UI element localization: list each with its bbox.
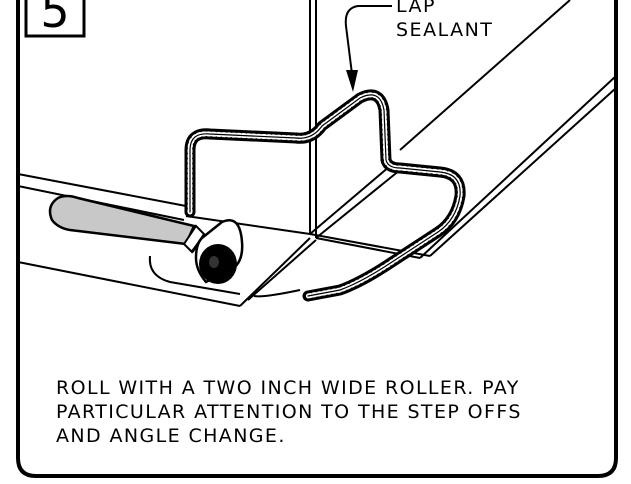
- instruction-line-2: PARTICULAR ATTENTION TO THE STEP OFFS: [56, 401, 522, 423]
- hand-roller-tool: [48, 194, 244, 284]
- step-number-box: [24, 0, 86, 38]
- lap-sealant-bead: [184, 89, 466, 302]
- instruction-line-1: ROLL WITH A TWO INCH WIDE ROLLER. PAY: [56, 377, 520, 399]
- step-number: 5: [40, 0, 70, 38]
- callout-label-line-1: LAP: [396, 0, 436, 17]
- callout-label-line-2: SEALANT: [396, 19, 494, 41]
- instruction-line-3: AND ANGLE CHANGE.: [56, 425, 286, 447]
- callout-label: LAP SEALANT: [396, 0, 493, 42]
- instruction-text: ROLL WITH A TWO INCH WIDE ROLLER. PAY PA…: [56, 376, 616, 448]
- roller-handle: [48, 194, 196, 246]
- roller-ferrule: [182, 224, 206, 254]
- roof-geometry: [17, 0, 617, 307]
- callout-leader-arrow: [344, 5, 392, 92]
- panel-frame: [16, 0, 618, 478]
